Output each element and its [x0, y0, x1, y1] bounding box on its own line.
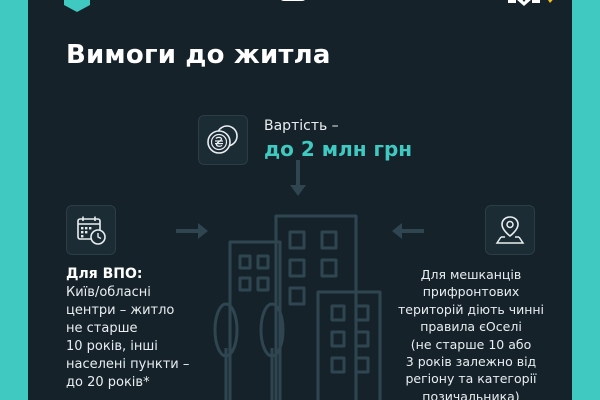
arrow-right-icon — [176, 223, 208, 239]
vpo-line: не старше — [66, 321, 138, 336]
frontline-line: Для мешканців — [420, 267, 522, 282]
info-card: Вимоги до житла Вартість – до 2 млн грн — [28, 0, 572, 400]
frontline-text: Для мешканців прифронтових територій дію… — [396, 266, 546, 400]
cost-tile — [198, 115, 248, 165]
buildings-illustration — [176, 160, 424, 400]
vpo-tile — [66, 205, 116, 255]
frontline-line: правила єОселі — [420, 319, 522, 335]
cost-label: Вартість – — [264, 118, 339, 134]
frontline-line: 3 років залежно від — [405, 354, 537, 370]
frontline-line: позичальника) — [422, 388, 520, 400]
frontline-line: прифронтових — [422, 284, 520, 300]
vpo-line: центри – житло — [66, 303, 175, 318]
vpo-line: до 20 років* — [66, 375, 150, 390]
frontline-line: (не старше 10 або — [410, 336, 532, 352]
arrow-left-icon — [392, 223, 424, 239]
page-title: Вимоги до житла — [66, 40, 331, 70]
frontline-tile — [485, 205, 535, 255]
cost-value: до 2 млн грн — [264, 137, 413, 161]
vpo-heading: Для ВПО: — [66, 266, 143, 282]
brand-logo-left — [64, 0, 90, 12]
brand-logo-right — [508, 0, 553, 6]
frontline-line: територій діють чинні — [397, 301, 545, 317]
vpo-line: 10 років, інші — [66, 339, 158, 354]
calendar-clock-icon — [77, 216, 106, 245]
vpo-line: Київ/обласні — [66, 285, 151, 300]
map-pin-icon — [495, 216, 525, 244]
vpo-text: Київ/обласні центри – житло не старше 10… — [66, 284, 246, 392]
frontline-line: регіону та категорії — [405, 371, 537, 387]
buildings-icon — [213, 214, 382, 400]
coins-hryvnia-icon — [207, 125, 238, 154]
arrow-down-icon — [290, 160, 306, 196]
vpo-line: населені пункти – — [66, 357, 190, 372]
